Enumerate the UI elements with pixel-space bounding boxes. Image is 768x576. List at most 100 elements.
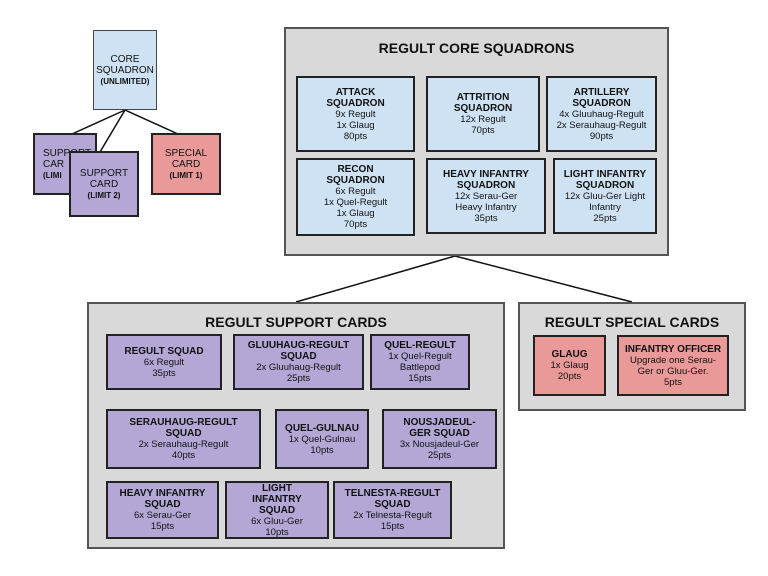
card-detail: 6x Serau-Ger <box>133 510 192 521</box>
card-title: TELNESTA-REGULT <box>344 488 441 499</box>
card-detail: 4x Gluuhaug-Regult <box>559 108 644 120</box>
card-detail: 25pts <box>593 212 617 224</box>
card-detail: 90pts <box>589 130 614 142</box>
card-title: REGULT SQUAD <box>124 345 204 357</box>
card-title: LIGHT INFANTRY <box>563 168 647 180</box>
card-title: INFANTRY <box>252 493 302 505</box>
card-title: GLAUG <box>551 349 588 360</box>
legend-special-title-2: CARD <box>171 158 201 170</box>
legend-special-card: SPECIAL CARD (LIMIT 1) <box>151 133 221 195</box>
card-detail: 1x Quel-Gulnau <box>288 433 356 445</box>
card-title: SQUAD <box>374 499 411 510</box>
legend-connector-right <box>124 109 179 135</box>
legend-core-card: CORE SQUADRON (UNLIMITED) <box>93 30 157 110</box>
card-detail: 10pts <box>265 526 289 538</box>
card-detail: 35pts <box>152 367 176 379</box>
card-title: SQUADRON <box>326 97 385 109</box>
card-detail: Ger or Gluu-Ger. <box>637 365 709 377</box>
legend-support-back-title-2: CAR <box>43 158 65 170</box>
card-detail: 15pts <box>380 521 405 532</box>
card-title: ARTILLERY <box>573 86 630 98</box>
card-title: QUEL-GULNAU <box>285 422 359 434</box>
card-detail: 15pts <box>150 521 175 532</box>
legend-special-limit: (LIMIT 1) <box>169 170 203 180</box>
card-detail: Upgrade one Serau- <box>629 354 717 366</box>
legend-core-limit: (UNLIMITED) <box>100 76 150 86</box>
card-detail: 12x Regult <box>460 114 506 125</box>
legend-support-back-title-1: SUPPORT <box>43 147 92 159</box>
card-detail: 1x Glaug <box>336 208 375 219</box>
card-title: SQUAD <box>165 428 202 439</box>
card-detail: 25pts <box>286 373 311 384</box>
card-title: SQUADRON <box>456 179 516 191</box>
legend-core-title-2: SQUADRON <box>96 64 154 76</box>
card-title: QUEL-REGULT <box>384 340 456 351</box>
card-title: ATTACK <box>335 86 376 98</box>
card-detail: 5pts <box>664 376 682 388</box>
card-title: INFANTRY OFFICER <box>624 343 722 355</box>
core-group-title: REGULT CORE SQUADRONS <box>378 40 575 56</box>
card-detail: Battlepod <box>399 362 441 373</box>
legend-core-title-1: CORE <box>110 53 140 65</box>
legend-support-card: SUPPORT CARD (LIMIT 2) <box>69 151 139 217</box>
card-detail: 20pts <box>557 371 582 382</box>
card-title: HEAVY INFANTRY <box>443 168 529 180</box>
card-detail: 6x Regult <box>143 356 185 368</box>
support-group-title: REGULT SUPPORT CARDS <box>205 314 387 330</box>
card-detail: 35pts <box>474 212 498 224</box>
card-detail: 1x Glaug <box>336 119 375 131</box>
card-title: LIGHT <box>262 482 292 494</box>
card-detail: 1x Quel-Regult <box>388 351 452 362</box>
card-title: SQUADRON <box>326 175 385 186</box>
legend-support-back-limit: (LIMI <box>43 170 62 180</box>
card-detail: 40pts <box>171 450 196 461</box>
card-detail: 2x Serauhaug-Regult <box>556 119 647 131</box>
card-title: NOUSJADEUL- <box>403 417 476 428</box>
card-title: SQUAD <box>258 504 296 516</box>
card-title: SQUADRON <box>572 97 631 109</box>
card-title: SQUAD <box>144 499 181 510</box>
card-title: RECON <box>337 164 374 175</box>
card-detail: 9x Regult <box>335 108 376 120</box>
card-detail: 6x Gluu-Ger <box>251 515 303 527</box>
card-title: SQUADRON <box>575 179 635 191</box>
card-detail: 12x Gluu-Ger Light <box>564 190 646 202</box>
card-detail: 2x Telnesta-Regult <box>353 510 432 521</box>
card-detail: 25pts <box>427 450 452 461</box>
card-detail: 70pts <box>471 125 495 136</box>
card-title: GER SQUAD <box>409 428 470 439</box>
core-to-support-connector <box>295 255 456 303</box>
card-detail: Heavy Infantry <box>455 201 517 213</box>
card-title: SQUADRON <box>453 103 513 114</box>
card-detail: 2x Gluuhaug-Regult <box>256 362 341 373</box>
card-detail: 70pts <box>343 219 368 230</box>
card-detail: 10pts <box>310 444 334 456</box>
card-detail: 12x Serau-Ger <box>454 190 518 202</box>
legend-connector-left <box>71 109 126 135</box>
special-group-title: REGULT SPECIAL CARDS <box>544 314 720 330</box>
card-title: ATTRITION <box>456 92 510 103</box>
card-detail: 15pts <box>408 373 432 384</box>
card-title: GLUUHAUG-REGULT <box>247 340 350 351</box>
card-detail: 1x Quel-Regult <box>323 197 388 208</box>
legend-support-title-1: SUPPORT <box>79 167 129 179</box>
card-detail: 3x Nousjadeul-Ger <box>399 439 480 450</box>
card-title: SERAUHAUG-REGULT <box>129 417 238 428</box>
core-to-special-connector <box>454 255 633 303</box>
legend-support-title-2: CARD <box>89 178 119 190</box>
